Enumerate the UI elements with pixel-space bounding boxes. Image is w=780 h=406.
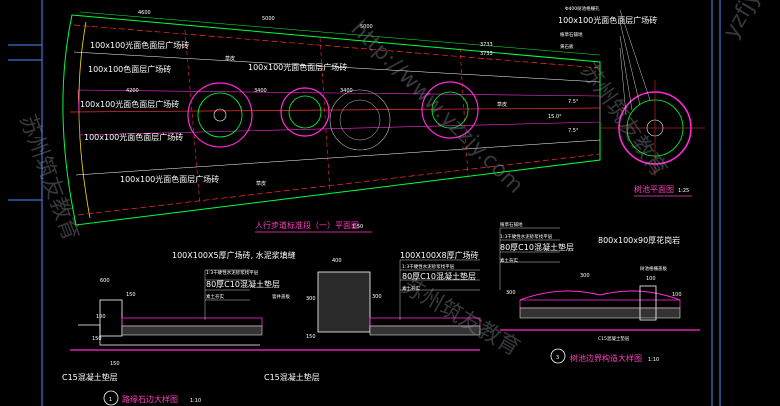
- plan-centerline: [69, 107, 601, 113]
- plan-tree-pool-1: [187, 82, 253, 148]
- detail-3-title: 树池边界构造大样图: [570, 353, 642, 363]
- plan-dim-top-1: 4600: [138, 10, 151, 16]
- plan-dim-top-5: 3733: [480, 51, 493, 57]
- detail-2-note-1: 100X100X8厚广场砖: [400, 250, 479, 260]
- detail-3-note-4: 素土夯实: [500, 257, 518, 264]
- tree-pool-scale: 1:25: [678, 188, 689, 194]
- detail-2-note-4: 素土夯实: [402, 285, 420, 292]
- detail-2-note-6: 窨井盖板: [272, 293, 290, 300]
- detail-1-dim-3: 100: [96, 314, 106, 320]
- detail-2-dim-1: 400: [332, 258, 342, 264]
- plan-dim-mid-3: 3400: [340, 88, 353, 94]
- plan-label-grass-2: 草皮: [497, 101, 507, 108]
- detail-3-dim-1: 300: [580, 273, 590, 279]
- plan-paving-band: [77, 89, 601, 136]
- detail-1-number-circle: [103, 390, 119, 406]
- detail-3-note-2: 1:3干硬性水泥砂浆找平层: [500, 233, 553, 240]
- detail-3-dim-3: 100: [672, 292, 682, 298]
- detail-2-section: 400 300 150 300 100X100X8厚广场砖 1:3干硬性水泥砂浆…: [264, 250, 481, 382]
- plan-label-row-6: 100x100光面色面层广场砖: [120, 174, 219, 184]
- plan-label-row-3: 100x100光面色面层广场砖: [248, 62, 347, 72]
- tree-pool-note-4: 黄石板: [560, 43, 574, 50]
- plan-dimension-line-top: [79, 11, 601, 56]
- plan-tree-pool-3: [329, 89, 391, 151]
- detail-1-note-2: 1:3干硬性水泥砂浆找平层: [206, 269, 259, 276]
- detail-1-dim-2: 150: [126, 292, 136, 298]
- detail-3-number: 3: [556, 355, 559, 361]
- detail-1-note-1: 100X100X5厚广场砖, 水泥浆填缝: [172, 250, 296, 260]
- detail-1-dim-4: 150: [92, 336, 102, 342]
- plan-width-dim-3: 15.0°: [548, 114, 562, 120]
- detail-2-dim-2: 300: [372, 294, 382, 300]
- plan-dim-top-3: 5000: [360, 24, 373, 30]
- tree-pool-note-1: Φ400树池格栅孔: [565, 5, 600, 12]
- plan-scale: 1:50: [352, 224, 363, 230]
- plan-width-dim-2: 7.5°: [568, 128, 579, 134]
- detail-3-note-3: 80厚C10混凝土垫层: [500, 242, 574, 252]
- plan-label-grass-1: 草皮: [225, 55, 235, 62]
- plan-width-dim-1: 7.5°: [568, 99, 579, 105]
- plan-outline-outer: [62, 14, 601, 226]
- tree-pool-title: 树池平面图: [634, 184, 674, 194]
- detail-2-dim-3: 150: [306, 334, 316, 340]
- pavement-plan: 4600 5000 5000 3733 3733 4200 3400 3400 …: [62, 10, 601, 233]
- plan-dim-mid-1: 4200: [126, 88, 139, 94]
- plan-label-row-1: 100x100光面色面层广场砖: [90, 40, 189, 50]
- detail-2-note-2: 1:3干硬性水泥砂浆找平层: [402, 263, 455, 270]
- detail-2-dim-4: 300: [306, 296, 316, 302]
- sheet-frame: [8, 0, 721, 406]
- detail-1-scale: 1:10: [190, 398, 201, 404]
- plan-label-grass-3: 草皮: [256, 180, 266, 187]
- plan-curb-line-1: [73, 51, 601, 83]
- detail-3-note-5: 800x100x90厚花岗岩: [598, 235, 680, 245]
- detail-3-tree-pool-edge: 300 100 100 300 植草石铺地 1:3干硬性水泥砂浆找平层 80厚C…: [499, 221, 700, 364]
- plan-edge-top: [73, 24, 601, 69]
- tree-pool-note-2: 100x100光面色面层广场砖: [558, 15, 657, 25]
- plan-label-row-5: 100x100光面色面层广场砖: [84, 132, 183, 142]
- plan-radial-joints: [184, 29, 469, 206]
- tree-pool-plan: Φ400树池格栅孔 100x100光面色面层广场砖 植草石铺地 黄石板 树池平面…: [558, 5, 705, 197]
- detail-3-dim-4: 300: [506, 290, 516, 296]
- plan-dim-top-2: 5000: [262, 16, 275, 22]
- tree-pool-note-3: 植草石铺地: [560, 31, 583, 38]
- plan-edge-bottom: [77, 153, 601, 216]
- detail-1-number: 1: [109, 397, 112, 403]
- detail-1-dim-1: 600: [100, 278, 110, 284]
- detail-1-note-3: 80厚C10混凝土垫层: [206, 279, 280, 289]
- detail-1-title: 路缘石边大样图: [122, 394, 178, 404]
- plan-label-row-2: 100x100色面层广场砖: [88, 64, 171, 74]
- detail-3-number-circle: [550, 348, 566, 364]
- plan-dim-top-4: 3733: [480, 42, 493, 48]
- detail-3-note-7: C15混凝土垫层: [598, 335, 630, 342]
- detail-1-curb-section: 600 150 100 150 150 100X100X5厚广场砖, 水泥浆填缝…: [62, 250, 296, 406]
- plan-label-row-4: 100x100光面色面层广场砖: [80, 99, 179, 109]
- plan-title: 人行步道标准段（一）平面图: [255, 220, 359, 230]
- plan-curb-line-2: [75, 139, 601, 176]
- plan-dim-mid-2: 3400: [254, 88, 267, 94]
- detail-2-note-5: C15混凝土垫层: [264, 372, 320, 382]
- detail-2-note-3: 80厚C10混凝土垫层: [402, 271, 476, 281]
- detail-3-scale: 1:10: [648, 357, 659, 363]
- detail-3-dim-2: 100: [646, 276, 656, 282]
- detail-3-note-6: 树池格栅盖板: [640, 265, 667, 272]
- detail-1-dim-5: 150: [110, 361, 120, 367]
- plan-tree-pool-4: [421, 81, 479, 139]
- plan-tree-pool-2: [280, 87, 330, 137]
- detail-3-note-1: 植草石铺地: [500, 221, 523, 228]
- detail-1-note-4: 素土夯实: [206, 293, 224, 300]
- detail-1-note-5: C15混凝土垫层: [62, 372, 118, 382]
